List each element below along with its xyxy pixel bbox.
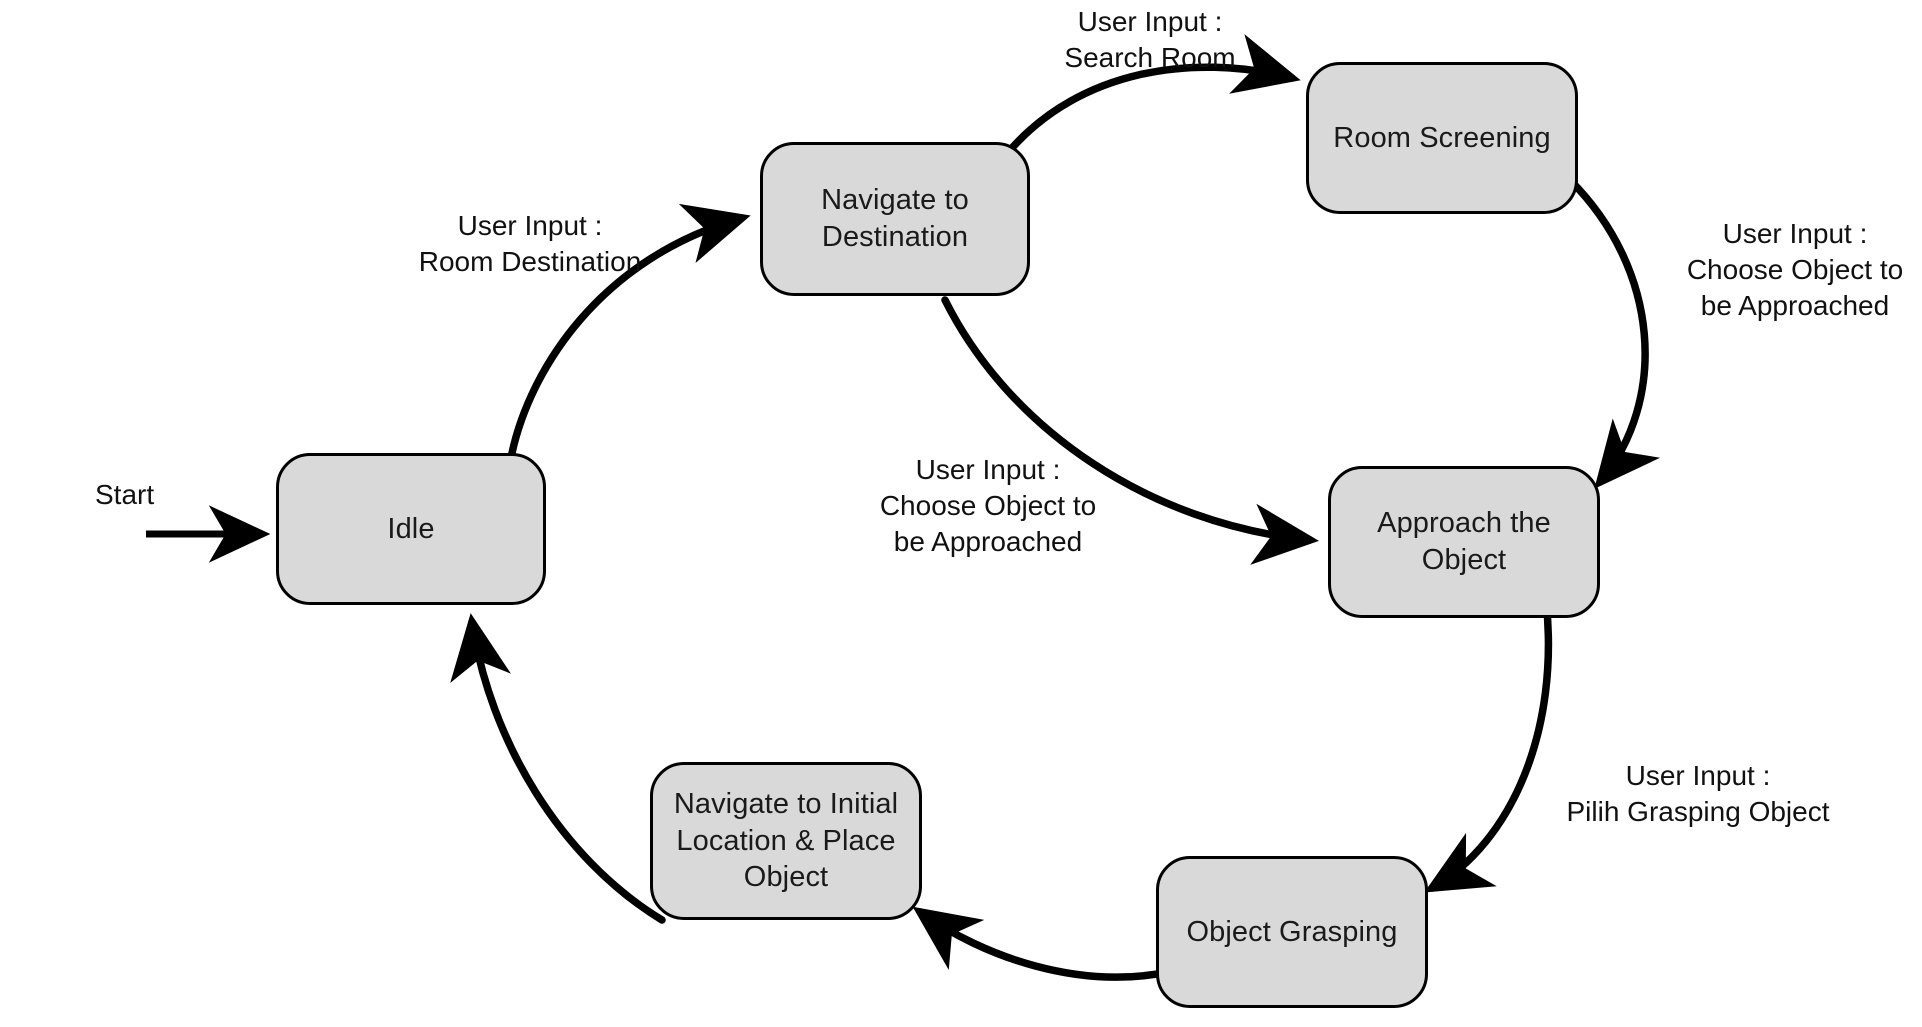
start-label: Start [95,479,155,510]
edge-navigate-to-approach [941,296,1319,565]
node-approach-the-object[interactable]: Approach the Object [1328,466,1600,618]
edge-navigate-to-room-screening [1008,34,1301,152]
edge-grasping-to-navigate-initial [912,906,1172,981]
edge-label-room-screening-to-approach: User Input : Choose Object to be Approac… [1686,218,1904,321]
node-idle[interactable]: Idle [276,453,546,605]
node-room-screening[interactable]: Room Screening [1306,62,1578,214]
node-navigate-to-initial-location[interactable]: Navigate to Initial Location & Place Obj… [650,762,922,920]
node-navigate-to-destination[interactable]: Navigate to Destination [760,142,1030,296]
node-object-grasping[interactable]: Object Grasping [1156,856,1428,1008]
edge-room-screening-to-approach [1566,176,1661,489]
edge-navigate-initial-to-idle [450,613,666,924]
edge-label-idle-to-navigate: User Input : Room Destination [418,210,642,277]
edge-idle-to-navigate [508,203,751,457]
edge-label-navigate-to-room-screening: User Input : Search Room [1064,6,1236,73]
edge-label-navigate-to-approach: User Input : Choose Object to be Approac… [879,454,1097,557]
edge-approach-to-grasping [1424,596,1553,893]
edge-label-approach-to-grasping: User Input : Pilih Grasping Object [1566,760,1830,827]
